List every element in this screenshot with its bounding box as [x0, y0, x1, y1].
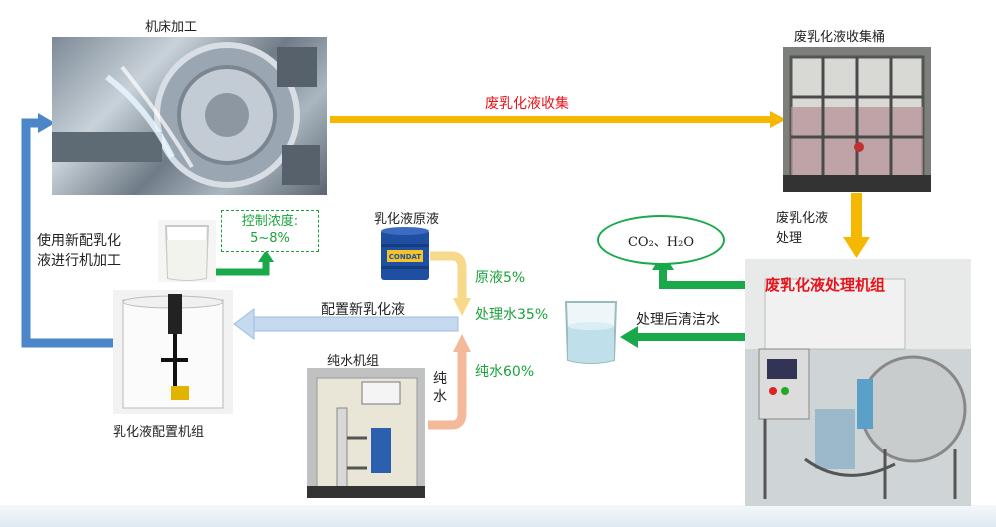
arrow-bucket-down	[843, 193, 870, 258]
ibc-tote-icon	[783, 55, 931, 192]
collect-bucket-photo	[783, 47, 931, 192]
machine-label: 机床加工	[145, 20, 198, 35]
arrow-prepare-new	[233, 308, 459, 340]
oil-drum-icon: CONDAT	[381, 227, 429, 280]
treatment-label: 废乳化液 处理	[776, 211, 829, 246]
byproduct-text: CO₂、H₂O	[627, 234, 695, 250]
beaker-icon	[564, 301, 618, 364]
use-new-label: 使用新配乳化 液进行机加工	[37, 233, 121, 269]
pure-water-label: 纯水	[433, 371, 447, 405]
water-purifier-icon	[307, 377, 425, 498]
ratio-raw: 原液5%	[475, 270, 526, 286]
machine-photo	[52, 37, 327, 195]
emulsion-beaker-icon	[158, 220, 216, 282]
ratio-pure: 纯水60%	[475, 364, 535, 380]
mixer-unit-photo	[113, 290, 233, 414]
pure-water-unit-photo	[307, 368, 425, 498]
treatment-unit-label: 废乳化液处理机组	[765, 276, 886, 294]
raw-liquid-label: 乳化液原液	[374, 212, 440, 227]
mixer-unit-label: 乳化液配置机组	[113, 425, 205, 440]
arrow-clean-water	[620, 326, 746, 348]
arrow-concentration	[214, 250, 274, 276]
arrow-waste-collect	[330, 111, 786, 128]
arrow-pure-water	[428, 334, 471, 430]
ratio-treated: 处理水35%	[475, 307, 549, 323]
pure-water-unit-label: 纯水机组	[327, 354, 380, 369]
mixing-tank-icon	[122, 294, 224, 409]
concentration-box: 控制浓度: 5~8%	[221, 210, 319, 252]
arrow-raw-liquid	[430, 251, 471, 316]
prepare-new-label: 配置新乳化液	[321, 302, 405, 318]
arrow-back-to-machine	[21, 113, 113, 348]
collect-bucket-label: 废乳化液收集桶	[794, 30, 886, 45]
lathe-chuck-icon	[52, 42, 320, 188]
byproduct-bubble: CO₂、H₂O	[597, 215, 725, 265]
concentration-text: 控制浓度: 5~8%	[241, 214, 299, 246]
bottom-band	[0, 505, 996, 527]
treatment-machine-icon	[745, 259, 971, 499]
drum-brand: CONDAT	[389, 253, 422, 261]
clean-water-label: 处理后清洁水	[636, 312, 720, 328]
treatment-unit-photo: 废乳化液处理机组	[745, 259, 971, 506]
waste-collect-label: 废乳化液收集	[485, 96, 569, 112]
